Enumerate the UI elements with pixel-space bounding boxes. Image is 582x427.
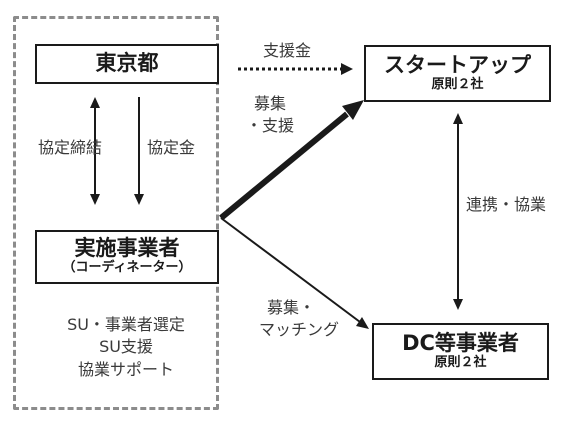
recruit-support-line2: ・支援 [245, 115, 294, 135]
recruit-support-line1: 募集 [253, 94, 286, 113]
role-selection: SU・事業者選定 [67, 315, 185, 334]
collaboration-arrowhead-down [453, 299, 463, 310]
collaboration-label: 連携・協業 [466, 195, 547, 214]
agreement-money-arrowhead [134, 194, 144, 205]
recruit-matching-arrowhead [356, 317, 369, 329]
recruit-matching-line2: マッチング [258, 319, 339, 339]
coordinator-subtitle: （コーディネーター） [62, 260, 192, 276]
coordinator-title: 実施事業者 [74, 236, 180, 260]
coordinator-scope-frame [13, 16, 219, 410]
agreement-signing-arrowhead-up [90, 97, 100, 108]
recruit-support-arrowhead [342, 100, 364, 120]
collaboration-arrowhead-up [453, 113, 463, 124]
role-collaboration-support: 協業サポート [77, 359, 174, 379]
tokyo-title: 東京都 [95, 51, 159, 76]
recruit-support-arrow [219, 111, 349, 221]
recruit-matching-line1: 募集・ [266, 298, 315, 317]
dc-business-node: DC等事業者 原則２社 [372, 323, 549, 380]
startup-node: スタートアップ 原則２社 [364, 45, 551, 102]
support-money-arrowhead [341, 63, 353, 75]
tokyo-node: 東京都 [35, 44, 219, 84]
recruit-matching-label: 募集・ マッチング [235, 297, 339, 340]
startup-title: スタートアップ [384, 52, 531, 77]
startup-subtitle: 原則２社 [431, 76, 484, 92]
coordinator-node: 実施事業者 （コーディネーター） [35, 230, 219, 284]
coordinator-roles: SU・事業者選定 SU支援 協業サポート [32, 314, 220, 381]
role-su-support: SU支援 [99, 337, 153, 357]
agreement-signing-label: 協定締結 [38, 138, 103, 157]
agreement-signing-arrowhead-down [90, 194, 100, 205]
recruit-support-label: 募集 ・支援 [244, 93, 296, 136]
agreement-money-label: 協定金 [147, 138, 196, 157]
dc-business-subtitle: 原則２社 [434, 354, 487, 370]
dc-business-title: DC等事業者 [402, 330, 519, 355]
support-money-label: 支援金 [263, 41, 312, 60]
recruit-matching-arrow [220, 217, 361, 323]
